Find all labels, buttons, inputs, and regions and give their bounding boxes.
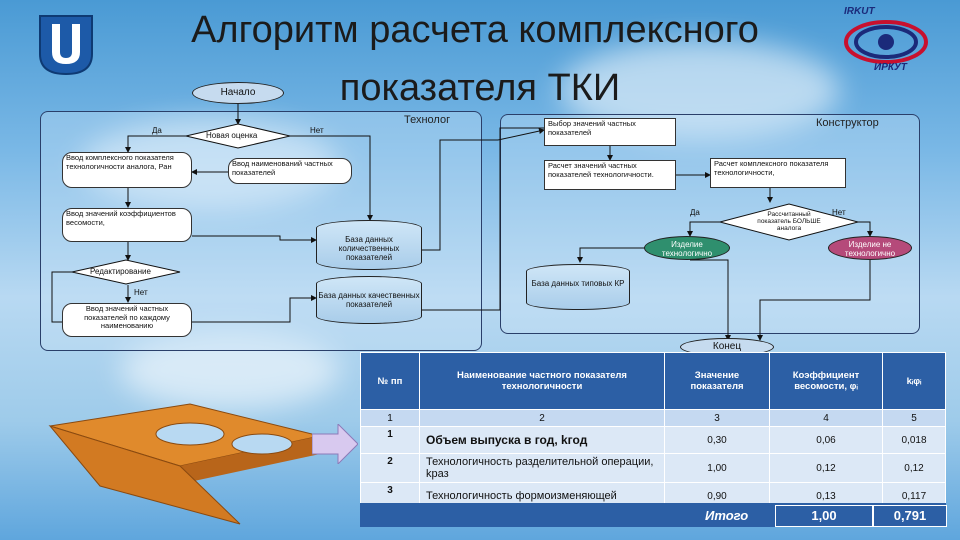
- row-index: 1: [360, 426, 420, 454]
- col-num-5: 5: [882, 409, 946, 427]
- yes-label-2: Да: [690, 208, 700, 217]
- db-qual-cylinder: База данных качественных показателей: [316, 276, 422, 324]
- logo-text-top: IRKUT: [844, 6, 875, 17]
- table-row: 1 Объем выпуска в год, kгод 0,30 0,06 0,…: [360, 426, 946, 454]
- enter-names-box: Ввод наименований частных показателей: [228, 158, 352, 184]
- cloud: [120, 330, 340, 410]
- col-num-2: 2: [419, 409, 665, 427]
- header-name: Наименование частного показателя техноло…: [419, 352, 665, 410]
- page-title: Алгоритм расчета комплексного: [191, 9, 759, 51]
- row-value: 0,30: [664, 426, 770, 454]
- part-image: [48, 403, 321, 525]
- enter-partial-box: Ввод значений частных показателей по каж…: [62, 303, 192, 337]
- col-num-4: 4: [769, 409, 883, 427]
- tech-not-ellipse: Изделие не технологично: [828, 236, 912, 260]
- header-weight: Коэффициент весомости, φᵢ: [769, 352, 883, 410]
- logo-text-bottom: ИРКУТ: [874, 62, 907, 73]
- constructor-label: Конструктор: [816, 117, 879, 129]
- total-row: [360, 503, 946, 527]
- university-logo: [36, 14, 96, 76]
- header-value: Значение показателя: [664, 352, 770, 410]
- yes-label: Да: [152, 126, 162, 135]
- start-terminal: Начало: [192, 82, 284, 104]
- total-weight: 1,00: [775, 505, 873, 527]
- header-num: № пп: [360, 352, 420, 410]
- col-num-1: 1: [360, 409, 420, 427]
- header-product: kᵢφᵢ: [882, 352, 946, 410]
- row-weight: 0,06: [769, 426, 883, 454]
- tech-ok-ellipse: Изделие технологично: [644, 236, 730, 260]
- total-product: 0,791: [873, 505, 947, 527]
- row-product: 0,018: [882, 426, 946, 454]
- table-row: 2 Технологичность разделительной операци…: [360, 453, 946, 483]
- col-num-3: 3: [664, 409, 770, 427]
- row-name: Объем выпуска в год, kгод: [419, 426, 665, 454]
- irkut-logo: IRKUT ИРКУТ: [836, 6, 936, 78]
- page-title-line2: показателя ТКИ: [339, 67, 621, 109]
- no-label-3: Нет: [832, 208, 846, 217]
- decision-label: Рассчитанный показатель БОЛЬШЕ аналога: [757, 211, 821, 232]
- new-estimate-label: Новая оценка: [206, 131, 258, 140]
- no-label-2: Нет: [134, 288, 148, 297]
- select-partial-box: Выбор значений частных показателей: [544, 118, 676, 146]
- row-value: 1,00: [664, 453, 770, 483]
- calc-partial-box: Расчет значений частных показателей техн…: [544, 160, 676, 190]
- enter-complex-box: Ввод комплексного показателя технологичн…: [62, 152, 192, 188]
- pointer-arrow: [312, 424, 358, 464]
- enter-weights-box: Ввод значений коэффициентов весомости,: [62, 208, 192, 242]
- row-weight: 0,12: [769, 453, 883, 483]
- db-kr-cylinder: База данных типовых КР: [526, 264, 630, 310]
- db-quant-cylinder: База данных количественных показателей: [316, 220, 422, 270]
- row-index: 2: [360, 453, 420, 483]
- editing-label: Редактирование: [90, 267, 151, 276]
- total-label: Итого: [705, 508, 749, 523]
- row-name: Технологичность разделительной операции,…: [419, 453, 665, 483]
- indicators-table: № пп Наименование частного показателя те…: [360, 352, 946, 510]
- row-product: 0,12: [882, 453, 946, 483]
- technologist-label: Технолог: [404, 114, 451, 126]
- calc-complex-box: Расчет комплексного показателя технологи…: [710, 158, 846, 188]
- no-label: Нет: [310, 126, 324, 135]
